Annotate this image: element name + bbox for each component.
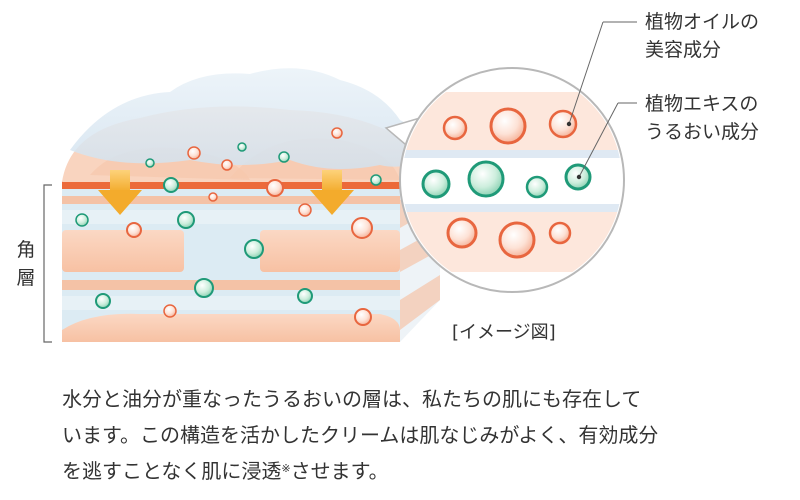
plant-extract-line-2: うるおい成分 bbox=[645, 121, 760, 143]
plant-extract-label: 植物エキスの うるおい成分 bbox=[645, 90, 759, 146]
skin-layer-diagram bbox=[43, 21, 637, 343]
skin-layer-front bbox=[62, 181, 400, 342]
image-caption: [イメージ図] bbox=[452, 322, 556, 343]
penetration-arrow-right bbox=[310, 170, 354, 215]
cream-dome bbox=[70, 68, 440, 169]
plant-oil-line-2: 美容成分 bbox=[645, 39, 722, 61]
leader-line-extract bbox=[576, 102, 637, 180]
description-line-3-after: させます。 bbox=[290, 459, 389, 483]
penetration-arrow-left bbox=[98, 170, 142, 215]
plant-extract-line-1: 植物エキスの bbox=[645, 93, 759, 115]
description-line-3-before: を逃すことなく肌に浸透 bbox=[62, 459, 282, 483]
plant-oil-label: 植物オイルの 美容成分 bbox=[645, 8, 759, 64]
footnote-mark: ※ bbox=[281, 462, 291, 475]
stratum-char-2: 層 bbox=[16, 267, 36, 289]
description-line-3: を逃すことなく肌に浸透※させます。 bbox=[62, 453, 782, 489]
description-line-1: 水分と油分が重なったうるおいの層は、私たちの肌にも存在して bbox=[62, 387, 642, 411]
stratum-corneum-label: 角 層 bbox=[14, 236, 38, 292]
leader-line-oil bbox=[566, 21, 637, 127]
stratum-bracket bbox=[43, 184, 52, 343]
stratum-char-1: 角 bbox=[16, 239, 36, 261]
description-line-2: います。この構造を活かしたクリームは肌なじみがよく、有効成分 bbox=[62, 423, 659, 447]
block-particles bbox=[75, 127, 382, 326]
description-paragraph: 水分と油分が重なったうるおいの層は、私たちの肌にも存在して います。この構造を活… bbox=[62, 381, 782, 489]
plant-oil-line-1: 植物オイルの bbox=[645, 11, 760, 33]
